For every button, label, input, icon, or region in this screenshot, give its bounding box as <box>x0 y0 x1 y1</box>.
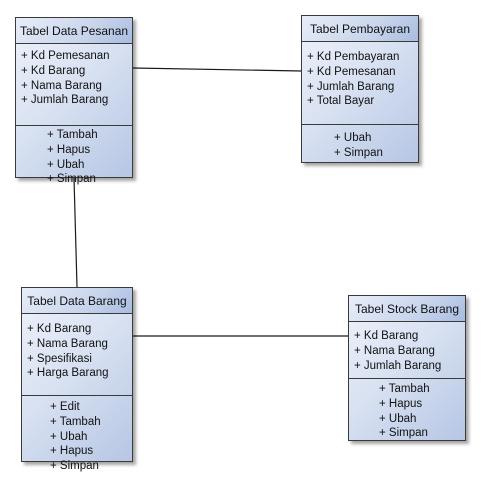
attributes-pembayaran: + Kd Pembayaran + Kd Pemesanan + Jumlah … <box>302 42 418 125</box>
class-title-barang: Tabel Data Barang <box>22 288 132 314</box>
operation-item: + Edit <box>50 401 80 413</box>
class-title-pembayaran: Tabel Pembayaran <box>302 16 418 42</box>
operation-item: + Tambah <box>47 129 98 141</box>
operation-item: + Simpan <box>334 146 383 159</box>
attribute-item: + Kd Barang <box>27 323 92 335</box>
attribute-item: + Total Bayar <box>307 95 375 108</box>
operation-item: + Ubah <box>50 430 88 443</box>
operation-item: + Hapus <box>50 445 94 458</box>
operation-item: + Tambah <box>50 415 101 428</box>
operation-item: + Simpan <box>379 427 428 440</box>
operation-item: + Hapus <box>47 143 91 156</box>
attribute-item: + Kd Pemesanan <box>21 50 110 62</box>
attribute-item: + Jumlah Barang <box>354 359 442 372</box>
class-box-pesanan[interactable]: Tabel Data Pesanan + Kd Pemesanan + Kd B… <box>15 17 133 185</box>
attribute-item: + Kd Pemesanan <box>307 65 396 78</box>
operation-item: + Simpan <box>50 460 99 473</box>
attribute-item: + Spesifikasi <box>27 352 92 365</box>
class-title-stock: Tabel Stock Barang <box>349 296 465 322</box>
attribute-item: + Jumlah Barang <box>21 94 109 107</box>
operation-item: + Tambah <box>379 383 430 395</box>
class-box-stock[interactable]: Tabel Stock Barang + Kd Barang + Nama Ba… <box>348 295 466 441</box>
attribute-item: + Nama Barang <box>354 344 435 357</box>
attributes-barang: + Kd Barang + Nama Barang + Spesifikasi … <box>22 314 132 396</box>
operations-pembayaran: + Ubah + Simpan <box>302 125 418 161</box>
operation-item: + Ubah <box>47 158 85 171</box>
class-title-pesanan: Tabel Data Pesanan <box>16 18 132 44</box>
attribute-item: + Kd Barang <box>21 64 86 77</box>
attribute-item: + Harga Barang <box>27 367 109 380</box>
attribute-item: + Nama Barang <box>27 337 108 350</box>
operations-barang: + Edit + Tambah + Ubah + Hapus + Simpan <box>22 396 132 474</box>
attribute-item: + Kd Pembayaran <box>307 51 400 63</box>
operation-item: + Ubah <box>379 412 417 425</box>
class-box-pembayaran[interactable]: Tabel Pembayaran + Kd Pembayaran + Kd Pe… <box>301 15 419 163</box>
operation-item: + Simpan <box>47 173 96 186</box>
attributes-stock: + Kd Barang + Nama Barang + Jumlah Baran… <box>349 322 465 379</box>
attribute-item: + Jumlah Barang <box>307 80 395 93</box>
attributes-pesanan: + Kd Pemesanan + Kd Barang + Nama Barang… <box>16 44 132 126</box>
operations-stock: + Tambah + Hapus + Ubah + Simpan <box>349 379 465 441</box>
connector-pesanan-barang <box>73 177 78 288</box>
operation-item: + Ubah <box>334 132 372 144</box>
connector-pesanan-pembayaran <box>132 67 303 72</box>
class-box-barang[interactable]: Tabel Data Barang + Kd Barang + Nama Bar… <box>21 287 133 472</box>
operations-pesanan: + Tambah + Hapus + Ubah + Simpan <box>16 126 132 187</box>
attribute-item: + Kd Barang <box>354 330 419 342</box>
operation-item: + Hapus <box>379 397 423 410</box>
attribute-item: + Nama Barang <box>21 79 102 92</box>
